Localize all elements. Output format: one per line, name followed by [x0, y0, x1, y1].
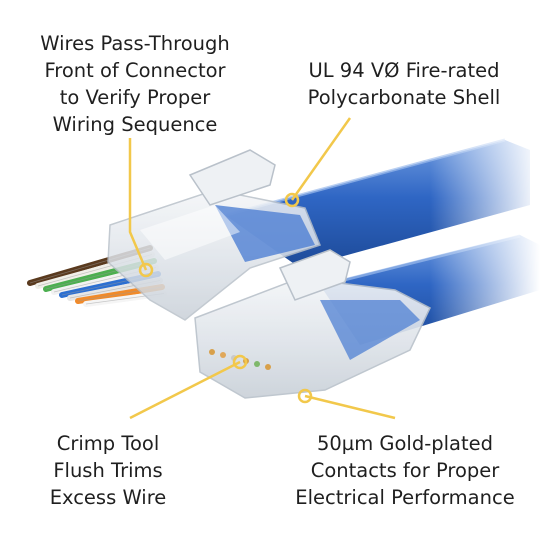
callout-line: Electrical Performance — [295, 486, 515, 509]
leader-line-crimp — [129, 360, 241, 420]
anchor-dot — [138, 262, 154, 278]
callout-line: Wiring Sequence — [52, 113, 218, 136]
lower-rj45-connector — [194, 249, 431, 399]
anchor-dot — [232, 354, 248, 370]
upper-rj45-connector — [107, 149, 321, 321]
leader-line-shell — [290, 117, 352, 201]
callout-line: Crimp Tool — [56, 432, 160, 455]
leader-line-wires — [128, 138, 148, 271]
callout-line: UL 94 VØ Fire-rated — [308, 59, 500, 82]
anchor-dots — [138, 192, 313, 404]
callout-wires-pass-through: Wires Pass-Through Front of Connector to… — [20, 30, 250, 138]
callout-line: Flush Trims — [53, 459, 163, 482]
callout-line: Front of Connector — [44, 59, 226, 82]
anchor-dot — [284, 192, 300, 208]
callout-line: Polycarbonate Shell — [307, 86, 501, 109]
callout-crimp-tool: Crimp Tool Flush Trims Excess Wire — [28, 430, 188, 511]
leader-line-contacts — [304, 394, 396, 420]
callout-line: 50µm Gold-plated — [316, 432, 494, 455]
callout-line: Excess Wire — [49, 486, 167, 509]
anchor-dot — [297, 388, 313, 404]
leader-lines — [128, 117, 396, 420]
callout-line: Wires Pass-Through — [40, 32, 230, 55]
callout-line: Contacts for Proper — [310, 459, 500, 482]
callout-line: to Verify Proper — [59, 86, 211, 109]
cable-fade — [430, 120, 540, 360]
callout-fire-rated-shell: UL 94 VØ Fire-rated Polycarbonate Shell — [288, 57, 520, 111]
callout-gold-contacts: 50µm Gold-plated Contacts for Proper Ele… — [280, 430, 530, 511]
